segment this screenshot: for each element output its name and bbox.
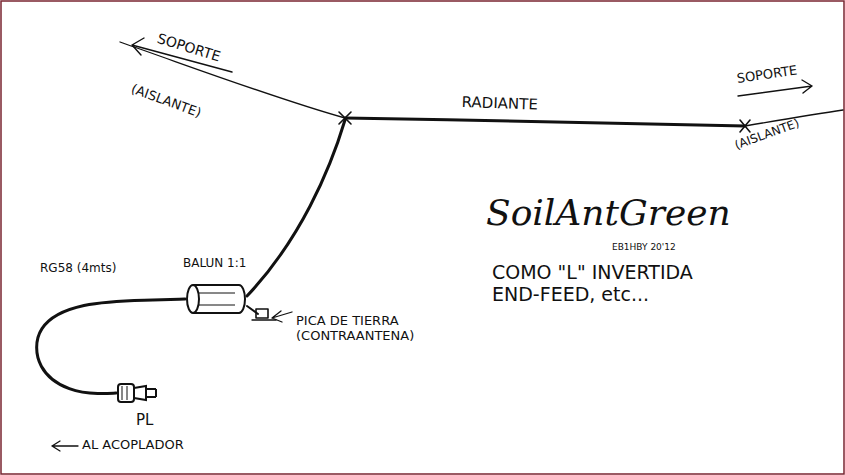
antenna-wires <box>52 38 843 451</box>
sketch-label: AL ACOPLADOR <box>82 438 222 453</box>
outline <box>187 285 245 313</box>
ground-stake <box>256 309 268 318</box>
radiant-wire <box>345 118 745 126</box>
connectors <box>37 299 185 394</box>
sketch-label: SoilAntGreen <box>486 192 746 233</box>
insulator-knot <box>740 120 750 132</box>
sketch-label: SOPORTE <box>155 30 265 78</box>
plug-grip <box>122 386 127 400</box>
sketch-label: COMO "L" INVERTIDA END-FEED, etc... <box>492 262 722 306</box>
sketch-label: (AISLANTE) <box>733 106 832 153</box>
stake-arrow <box>272 311 292 322</box>
coax-cable <box>37 299 185 394</box>
coupler-arrow <box>52 441 78 451</box>
balun-shape <box>185 283 247 315</box>
connector-shape <box>116 380 160 406</box>
plug-tip <box>134 386 156 400</box>
plug-body <box>118 384 134 402</box>
sketch-label: (AISLANTE) <box>129 82 237 134</box>
sketch-label: SOPORTE <box>736 58 837 87</box>
ground-line <box>252 319 276 320</box>
cylinder-end <box>187 285 199 313</box>
cable-label: RG58 (4mts) <box>40 262 116 276</box>
downlead-wire <box>247 120 345 296</box>
cylinder-end <box>239 285 245 313</box>
sketch-label: EB1HBY 20'12 <box>612 242 732 252</box>
sketch-label: RADIANTE <box>461 94 582 115</box>
node-label: BALUN 1:1 <box>183 257 246 271</box>
pl-connector: PL <box>116 380 160 406</box>
sketch-label: PICA DE TIERRA (CONTRAANTENA) <box>296 314 446 344</box>
cylinder-hatch <box>199 293 235 305</box>
node-label: PL <box>136 412 153 429</box>
support-line <box>120 42 345 118</box>
balun-cylinder: BALUN 1:1 <box>185 283 247 315</box>
outline <box>118 384 156 402</box>
